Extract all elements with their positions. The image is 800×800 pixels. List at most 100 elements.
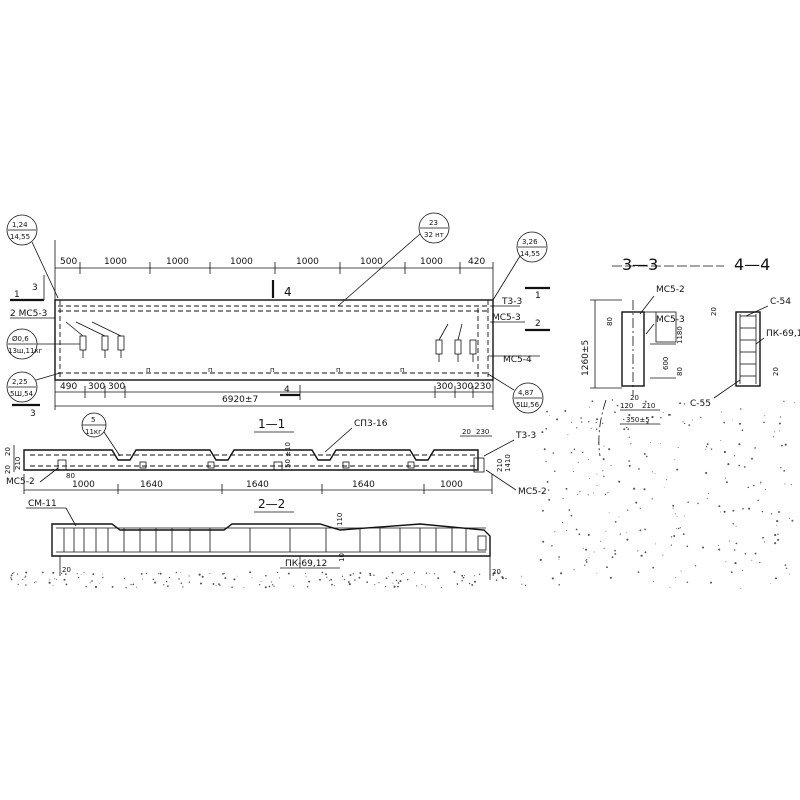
svg-text:п: п <box>146 366 151 374</box>
anchor-group-left <box>65 321 125 358</box>
svg-text:п: п <box>400 366 405 374</box>
dim-top-5: 1000 <box>296 257 319 267</box>
dim-1-1: 1000 <box>72 480 95 490</box>
svg-text:210: 210 <box>14 457 22 470</box>
section-3-mark-left: 3 <box>32 283 38 293</box>
section-3-mark-bottom: 3 <box>30 409 36 419</box>
callout-br: 4,87 5Ш,56 <box>487 373 544 414</box>
section-2-2-outline <box>51 523 491 557</box>
dim-top-7: 1000 <box>420 257 443 267</box>
svg-text:23: 23 <box>429 219 438 227</box>
label-pk-s4: ПК-69,12 <box>766 329 800 339</box>
svg-text:230: 230 <box>476 428 489 436</box>
section-2-mark-right: 2 <box>535 319 541 329</box>
dim-top-6: 1000 <box>360 257 383 267</box>
svg-text:2,25: 2,25 <box>12 378 28 386</box>
section-4-4-title: 4—4 <box>734 255 770 274</box>
svg-text:14,55: 14,55 <box>520 250 540 258</box>
svg-text:20: 20 <box>710 307 718 316</box>
label-mc5-3-right: МС5-3 <box>492 313 521 323</box>
label-t3-3-section: Т3-3 <box>515 431 536 441</box>
dim-right-v2: 1410 <box>504 454 512 472</box>
svg-text:350±5: 350±5 <box>626 416 650 424</box>
svg-text:600: 600 <box>662 357 670 370</box>
dim-top-8: 420 <box>468 257 485 267</box>
callout-mid: 5 11кг <box>81 412 121 457</box>
svg-text:210: 210 <box>642 402 655 410</box>
anchor-group-right <box>435 323 477 362</box>
label-pk-69-12: ПК-69,12 <box>285 559 327 569</box>
dim-top-4: 1000 <box>230 257 253 267</box>
svg-text:13ш,11кг: 13ш,11кг <box>8 347 43 355</box>
dim-bottom-r1: 300 <box>436 382 453 392</box>
section-4-mark-top: 4 <box>284 285 292 299</box>
section-4-4-cage <box>739 314 757 384</box>
scan-noise <box>10 399 796 589</box>
label-sp3-16: СП3-16 <box>354 419 388 429</box>
dim-1-4: 1640 <box>352 480 375 490</box>
section-3-3: 3—3 МС5-2 МС5-3 1260±5 80 600 1180 80 20… <box>581 255 724 457</box>
svg-text:120: 120 <box>620 402 633 410</box>
beam-outline <box>54 299 494 381</box>
dim-top-3: 1000 <box>166 257 189 267</box>
svg-text:п: п <box>208 366 213 374</box>
label-cm-11: СМ-11 <box>28 499 57 509</box>
label-mc5-3-left: 2 МС5-3 <box>10 309 47 319</box>
label-mc5-4: МС5-4 <box>503 355 532 365</box>
svg-text:1,24: 1,24 <box>12 221 28 229</box>
section-4-mark-bottom: 4 <box>284 385 290 395</box>
svg-text:20: 20 <box>62 566 71 574</box>
dim-1-3: 1640 <box>246 480 269 490</box>
label-mc5-2-s3: МС5-2 <box>656 285 685 295</box>
svg-text:5Ш,54: 5Ш,54 <box>10 390 34 398</box>
dim-bottom-l3: 300 <box>108 382 125 392</box>
section-2-2: 2—2 СМ-11 <box>26 497 501 580</box>
svg-text:п: п <box>336 366 341 374</box>
dim-top-1: 500 <box>60 257 77 267</box>
dim-bottom-r3: 230 <box>474 382 491 392</box>
dim-height-s3: 1260±5 <box>581 340 591 376</box>
svg-text:Ø0,6: Ø0,6 <box>12 335 29 343</box>
section-1-mark-right: 1 <box>535 291 541 301</box>
svg-text:п: п <box>270 366 275 374</box>
section-1-1-title: 1—1 <box>258 417 285 431</box>
svg-text:20: 20 <box>492 568 501 576</box>
svg-text:20: 20 <box>772 367 780 376</box>
svg-text:20: 20 <box>630 394 639 402</box>
dim-1-5: 1000 <box>440 480 463 490</box>
label-c55: С-55 <box>690 399 711 409</box>
svg-text:80: 80 <box>676 367 684 376</box>
dim-total: 6920±7 <box>222 395 258 405</box>
svg-text:14,55: 14,55 <box>10 233 30 241</box>
svg-text:20: 20 <box>4 447 12 456</box>
section-1-1: 1—1 80 50 ±10 20 210 20 20 230 210 1410 … <box>4 417 547 497</box>
label-mc5-2-right: МС5-2 <box>518 487 547 497</box>
svg-text:11кг: 11кг <box>85 428 102 436</box>
label-mc5-2-left: МС5-2 <box>6 477 35 487</box>
dim-top-2: 1000 <box>104 257 127 267</box>
svg-text:110: 110 <box>336 513 344 526</box>
svg-text:4,87: 4,87 <box>518 389 534 397</box>
dim-bottom-r2: 300 <box>456 382 473 392</box>
svg-text:20: 20 <box>462 428 471 436</box>
label-t3-3-top: Т3-3 <box>501 297 522 307</box>
label-c54: С-54 <box>770 297 791 307</box>
dim-bottom-l1: 490 <box>60 382 77 392</box>
callout-tr: 3,26 14,55 <box>492 231 548 301</box>
callout-bl: 2,25 5Ш,54 <box>6 371 61 403</box>
section-2-2-stirrups <box>63 528 467 552</box>
section-4-4-body <box>735 311 761 387</box>
svg-text:5: 5 <box>91 416 95 424</box>
dim-small-80: 80 <box>66 472 75 480</box>
beam-elevation: 500 1000 1000 1000 1000 1000 1000 420 4 … <box>10 240 550 419</box>
section-1-mark-left: 1 <box>14 290 20 300</box>
dim-1-2: 1640 <box>140 480 163 490</box>
dim-right-v: 210 <box>496 459 504 472</box>
section-2-2-title: 2—2 <box>258 497 285 511</box>
svg-text:32 нт: 32 нт <box>424 231 444 239</box>
label-mc5-3-s3: МС5-3 <box>656 315 685 325</box>
section-3-3-title: 3—3 <box>622 255 658 274</box>
callout-pad: Ø0,6 13ш,11кг <box>6 328 80 360</box>
svg-text:20: 20 <box>4 465 12 474</box>
callout-tl: 1,24 14,55 <box>6 214 59 299</box>
